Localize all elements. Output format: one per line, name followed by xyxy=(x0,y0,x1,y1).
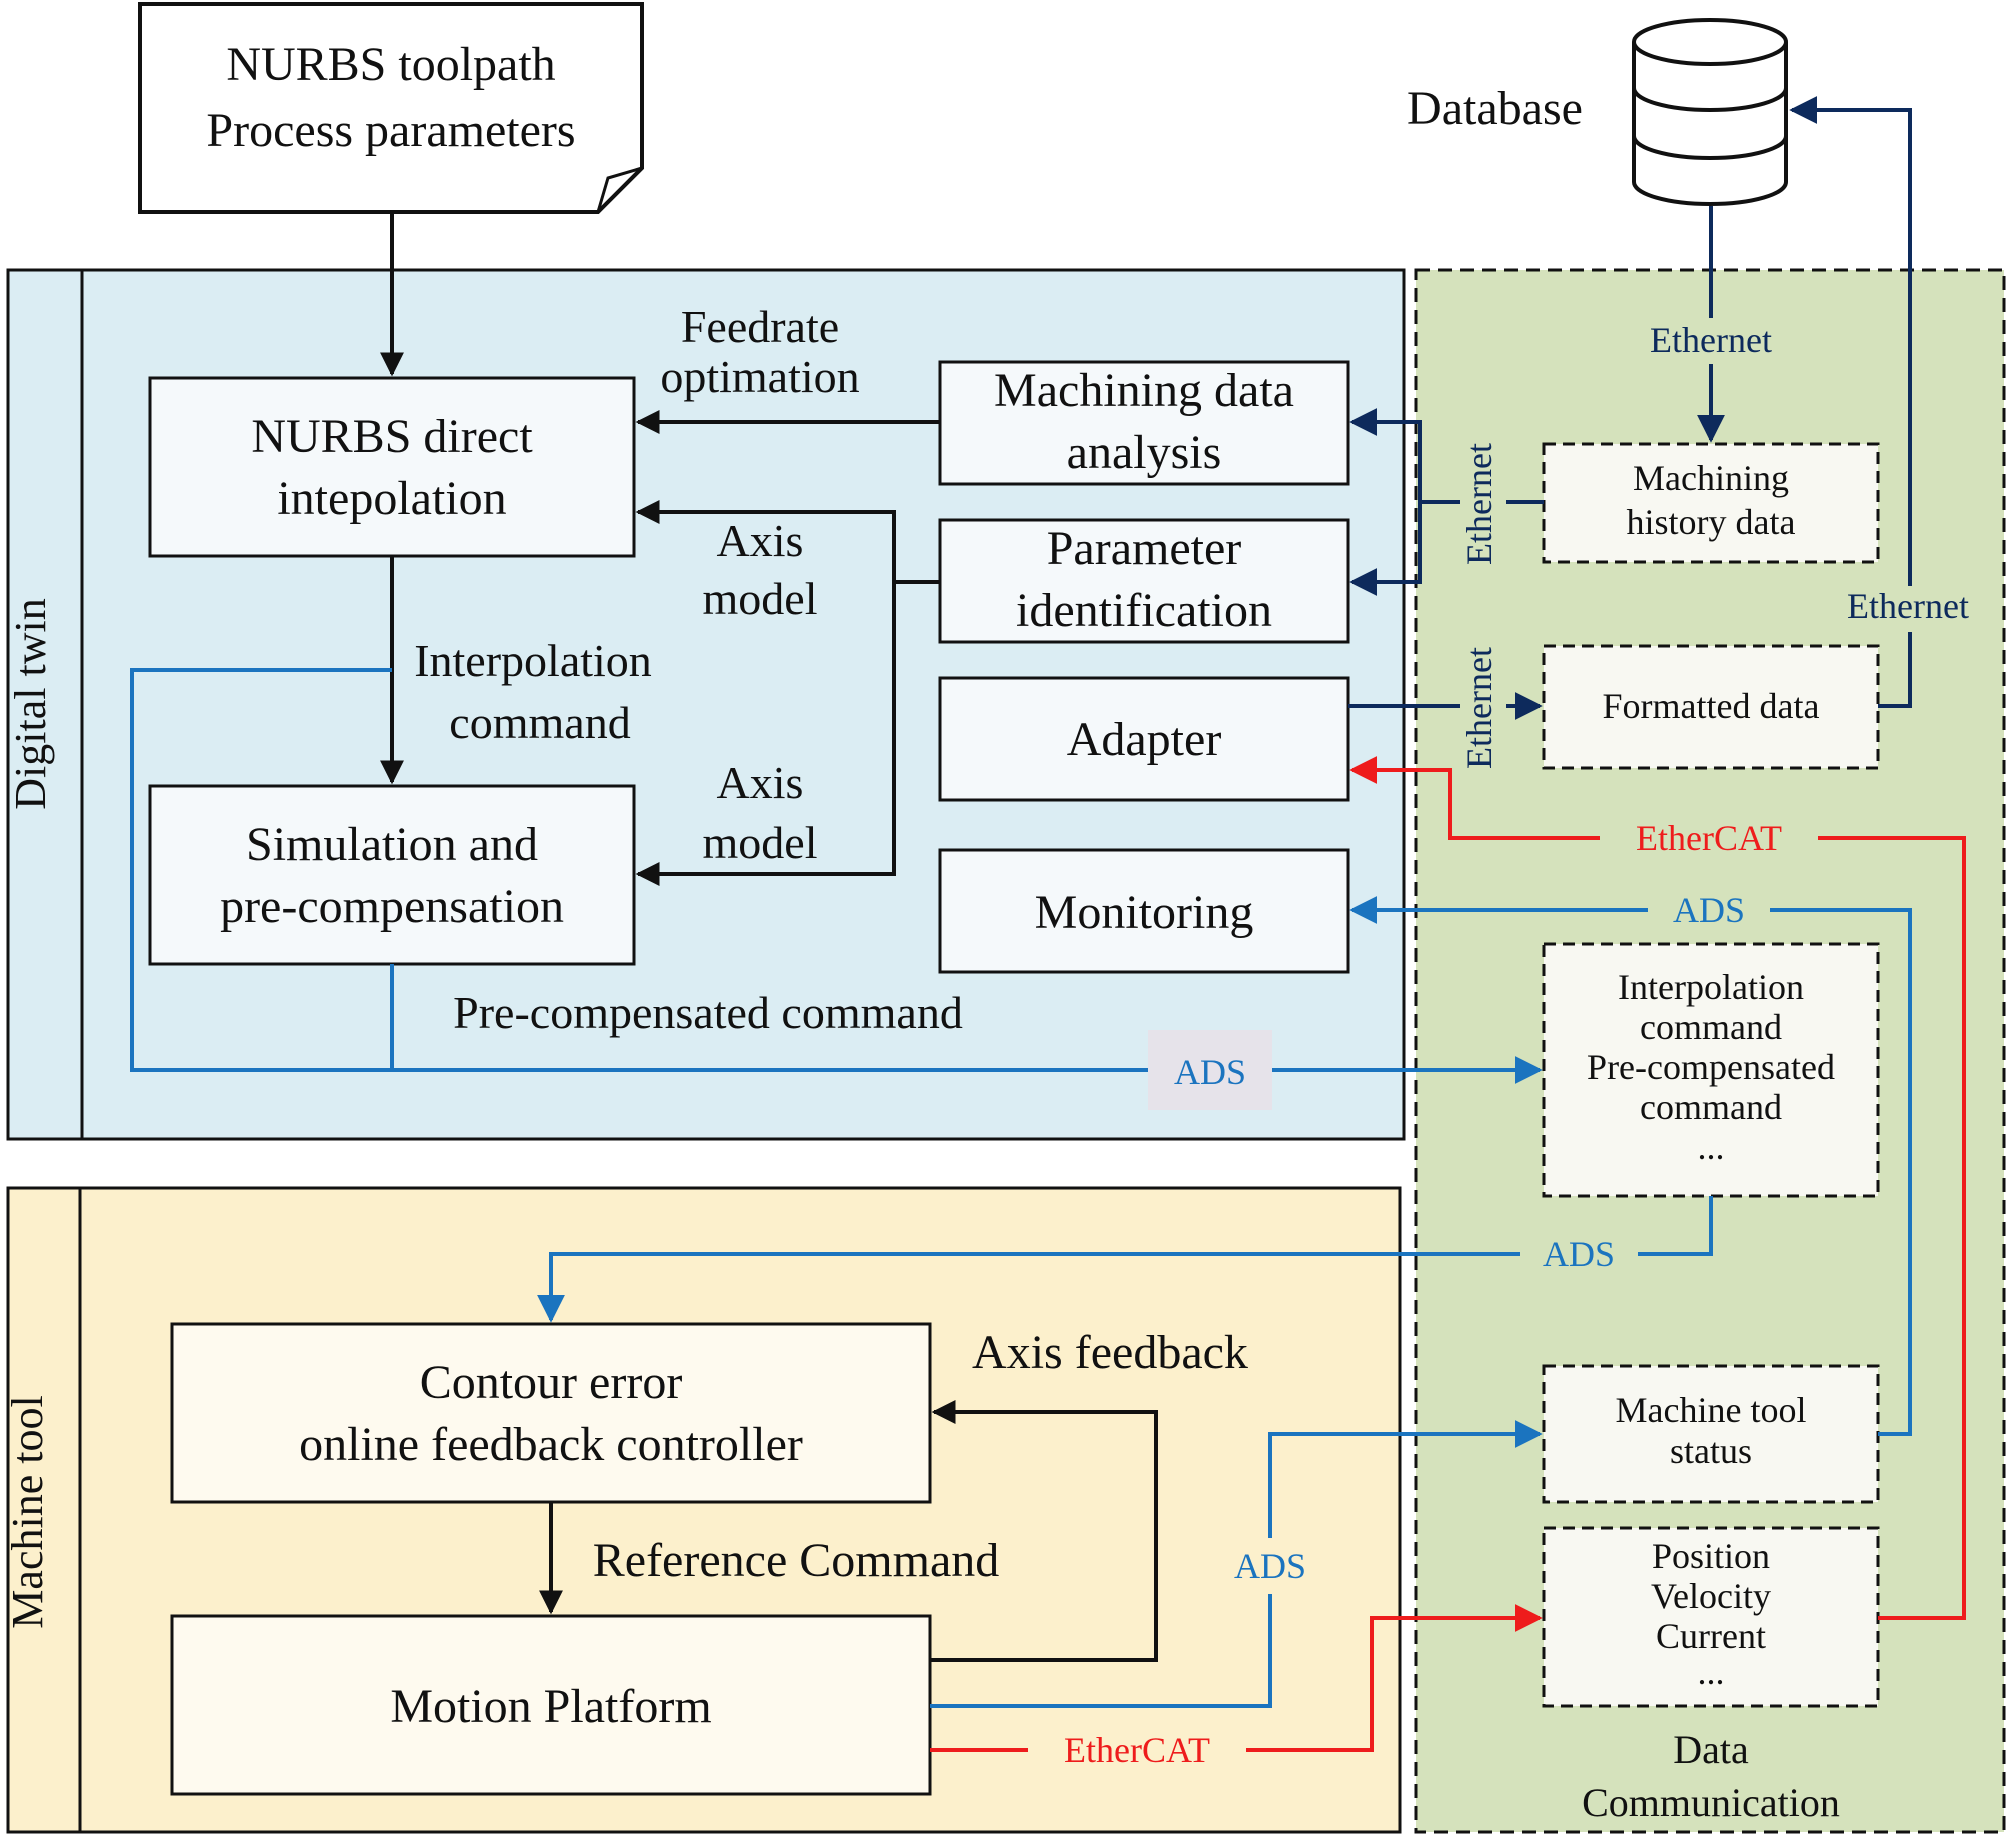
motion-platform-box: Motion Platform xyxy=(170,1614,932,1796)
axis-feedback-label: Axis feedback xyxy=(972,1326,1248,1379)
parameter-identification-box: Parameter identification xyxy=(938,518,1350,644)
interp-command-line1: Interpolation xyxy=(414,635,652,686)
history-line2: history data xyxy=(1627,502,1796,542)
param-ident-line1: Parameter xyxy=(1047,522,1242,575)
status-line2: status xyxy=(1670,1431,1752,1471)
simulation-line1: Simulation and xyxy=(246,818,538,871)
axis-model-1-line1: Axis xyxy=(717,515,804,566)
signals-line1: Position xyxy=(1652,1536,1770,1576)
commands-line2: command xyxy=(1640,1007,1782,1047)
control-flow-connectors xyxy=(380,212,1158,1662)
ethernet-to-db-label: Ethernet xyxy=(1847,586,1969,626)
monitoring-box: Monitoring xyxy=(938,848,1350,974)
digital-twin-label: Digital twin xyxy=(6,598,55,809)
motion-platform-label: Motion Platform xyxy=(390,1680,711,1733)
commands-line3: Pre-compensated xyxy=(1587,1047,1835,1087)
reference-command-label: Reference Command xyxy=(593,1534,1000,1587)
ads-platform-label: ADS xyxy=(1234,1546,1306,1586)
history-line1: Machining xyxy=(1633,458,1789,498)
bus-to-analysis-arrow xyxy=(1349,408,1422,502)
controller-line1: Contour error xyxy=(420,1356,683,1409)
axis-model-1-line2: model xyxy=(703,573,818,624)
nurbs-interp-line2: intepolation xyxy=(277,472,506,525)
ads-dt-label: ADS xyxy=(1174,1052,1246,1092)
feedrate-label-line1: Feedrate xyxy=(681,301,839,352)
status-line1: Machine tool xyxy=(1616,1390,1807,1430)
machine-tool-label: Machine tool xyxy=(3,1395,52,1628)
commands-to-controller-arrow xyxy=(537,1196,1713,1323)
nurbs-interpolation-box: NURBS direct intepolation xyxy=(148,376,636,558)
status-to-monitoring-arrow xyxy=(1349,896,1912,1436)
machining-analysis-line2: analysis xyxy=(1067,426,1222,479)
signals-data-box: Position Velocity Current ... xyxy=(1542,1526,1880,1708)
commands-data-box: Interpolation command Pre-compensated co… xyxy=(1542,942,1880,1198)
ethercat-platform-label: EtherCAT xyxy=(1064,1730,1210,1770)
controller-line2: online feedback controller xyxy=(299,1418,803,1471)
ads-controller-label: ADS xyxy=(1543,1234,1615,1274)
nurbs-interp-line1: NURBS direct xyxy=(251,410,533,463)
data-comm-label-line2: Communication xyxy=(1582,1780,1840,1825)
interp-command-line2: command xyxy=(449,697,630,748)
input-doc-line1: NURBS toolpath xyxy=(226,38,555,91)
database-icon xyxy=(1632,18,1788,206)
formatted-data-box: Formatted data xyxy=(1542,644,1880,770)
machine-status-box: Machine tool status xyxy=(1542,1364,1880,1504)
ethernet-labels: Ethernet Ethernet Ethernet Ethernet xyxy=(1459,318,1986,780)
machining-analysis-line1: Machining data xyxy=(994,364,1294,417)
simulation-line2: pre-compensation xyxy=(220,880,564,933)
param-to-simulation-arrow xyxy=(635,582,896,886)
commands-line5: ... xyxy=(1698,1127,1725,1167)
data-comm-label-line1: Data xyxy=(1673,1727,1749,1772)
ethernet-adapter-label: Ethernet xyxy=(1459,647,1499,769)
bus-to-param-arrow xyxy=(1349,502,1422,596)
input-doc-line2: Process parameters xyxy=(206,104,575,157)
ethernet-history-label: Ethernet xyxy=(1459,443,1499,565)
precomp-command-label: Pre-compensated command xyxy=(453,987,963,1038)
commands-line4: command xyxy=(1640,1087,1782,1127)
ads-monitoring-label: ADS xyxy=(1673,890,1745,930)
formatted-to-db-arrow xyxy=(1789,96,1912,708)
ethernet-links xyxy=(1348,96,1912,720)
database-label: Database xyxy=(1407,82,1583,135)
ethercat-adapter-label: EtherCAT xyxy=(1636,818,1782,858)
ethercat-labels: EtherCAT EtherCAT xyxy=(1028,814,1818,1774)
feedrate-label-line2: optimation xyxy=(660,351,859,402)
ads-labels: ADS ADS ADS ADS xyxy=(1148,886,1770,1594)
ethernet-db-label: Ethernet xyxy=(1650,320,1772,360)
machining-data-analysis-box: Machining data analysis xyxy=(938,360,1350,486)
input-document-shape: NURBS toolpath Process parameters xyxy=(138,2,644,214)
adapter-box: Adapter xyxy=(938,676,1350,802)
simulation-precompensation-box: Simulation and pre-compensation xyxy=(148,784,636,966)
formatted-data-label: Formatted data xyxy=(1603,686,1820,726)
interp-command-tap-line xyxy=(130,668,392,1072)
signals-line2: Velocity xyxy=(1651,1576,1771,1616)
commands-line1: Interpolation xyxy=(1618,967,1804,1007)
axis-feedback-arrow xyxy=(930,1400,1158,1662)
param-ident-line2: identification xyxy=(1016,584,1272,637)
param-to-nurbs-arrow xyxy=(635,500,940,584)
signals-line4: ... xyxy=(1698,1652,1725,1692)
signals-line3: Current xyxy=(1656,1616,1766,1656)
contour-controller-box: Contour error online feedback controller xyxy=(170,1322,932,1504)
history-data-box: Machining history data xyxy=(1542,442,1880,564)
monitoring-label: Monitoring xyxy=(1035,886,1254,939)
adapter-label: Adapter xyxy=(1067,713,1222,766)
axis-model-2-line1: Axis xyxy=(717,757,804,808)
axis-model-2-line2: model xyxy=(703,817,818,868)
